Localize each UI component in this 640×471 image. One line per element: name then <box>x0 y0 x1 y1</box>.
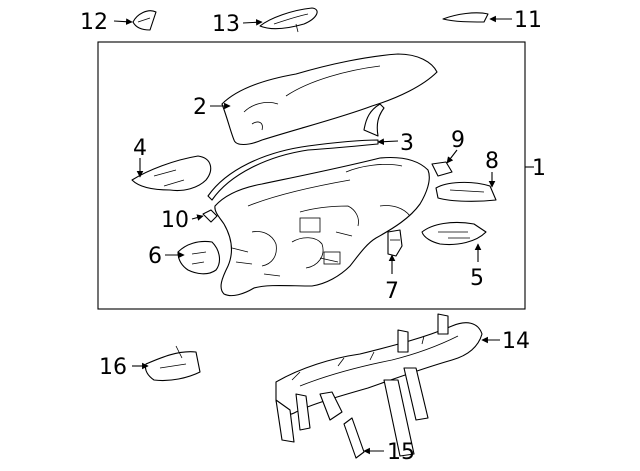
callout-14: 14 <box>502 329 530 354</box>
part-8-end-cap <box>435 181 497 202</box>
callout-1: 1 <box>532 156 546 181</box>
part-4-side-bracket <box>131 155 212 192</box>
part-1-instrument-panel-assembly <box>214 156 430 297</box>
callout-16: 16 <box>99 355 127 380</box>
callout-2: 2 <box>193 95 207 120</box>
callout-8: 8 <box>485 149 499 174</box>
part-14-cross-car-beam <box>275 313 483 457</box>
part-16-bracket <box>144 345 201 382</box>
part-6-bracket <box>177 240 221 275</box>
assembly-frame <box>97 41 526 310</box>
callout-6: 6 <box>148 244 162 269</box>
part-15-brace <box>343 417 365 459</box>
callout-7: 7 <box>385 279 399 304</box>
callout-3: 3 <box>400 131 414 156</box>
part-9-clip <box>431 161 453 177</box>
part-10-clip <box>202 209 218 223</box>
callout-4: 4 <box>133 136 147 161</box>
callout-12: 12 <box>80 10 108 35</box>
part-13-trim-cover <box>259 7 318 33</box>
part-2-instrument-panel-pad <box>221 53 438 146</box>
callout-10: 10 <box>161 208 189 233</box>
part-12-clip <box>132 10 157 31</box>
part-11-trim-strip <box>442 12 489 23</box>
part-7-bracket <box>387 229 403 257</box>
callout-9: 9 <box>451 128 465 153</box>
part-5-bracket <box>421 221 487 246</box>
callout-15: 15 <box>387 440 415 465</box>
callout-13: 13 <box>212 12 240 37</box>
leader-lines <box>113 15 512 455</box>
callout-5: 5 <box>470 266 484 291</box>
callout-11: 11 <box>514 8 542 33</box>
